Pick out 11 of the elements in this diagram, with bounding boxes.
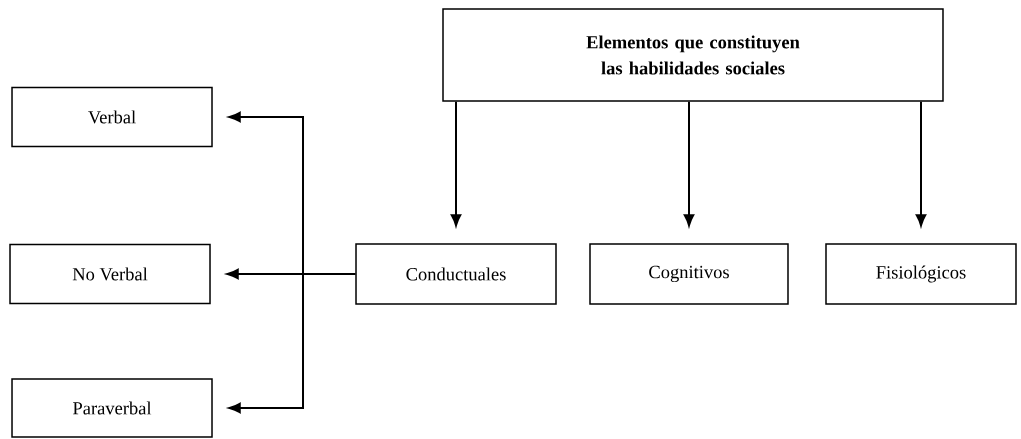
arrow bbox=[450, 100, 462, 227]
title-box: Elementos que constituyen las habilidades sociales bbox=[442, 8, 944, 102]
category-box: Cognitivos bbox=[589, 243, 789, 305]
category-box: No Verbal bbox=[9, 243, 211, 305]
category-box: Conductuales bbox=[355, 243, 557, 305]
arrow bbox=[915, 100, 927, 227]
arrow bbox=[683, 100, 695, 227]
arrow bbox=[228, 273, 357, 414]
category-box: Paraverbal bbox=[11, 378, 213, 438]
category-box: Verbal bbox=[11, 86, 213, 148]
category-box: Fisiológicos bbox=[825, 243, 1017, 305]
